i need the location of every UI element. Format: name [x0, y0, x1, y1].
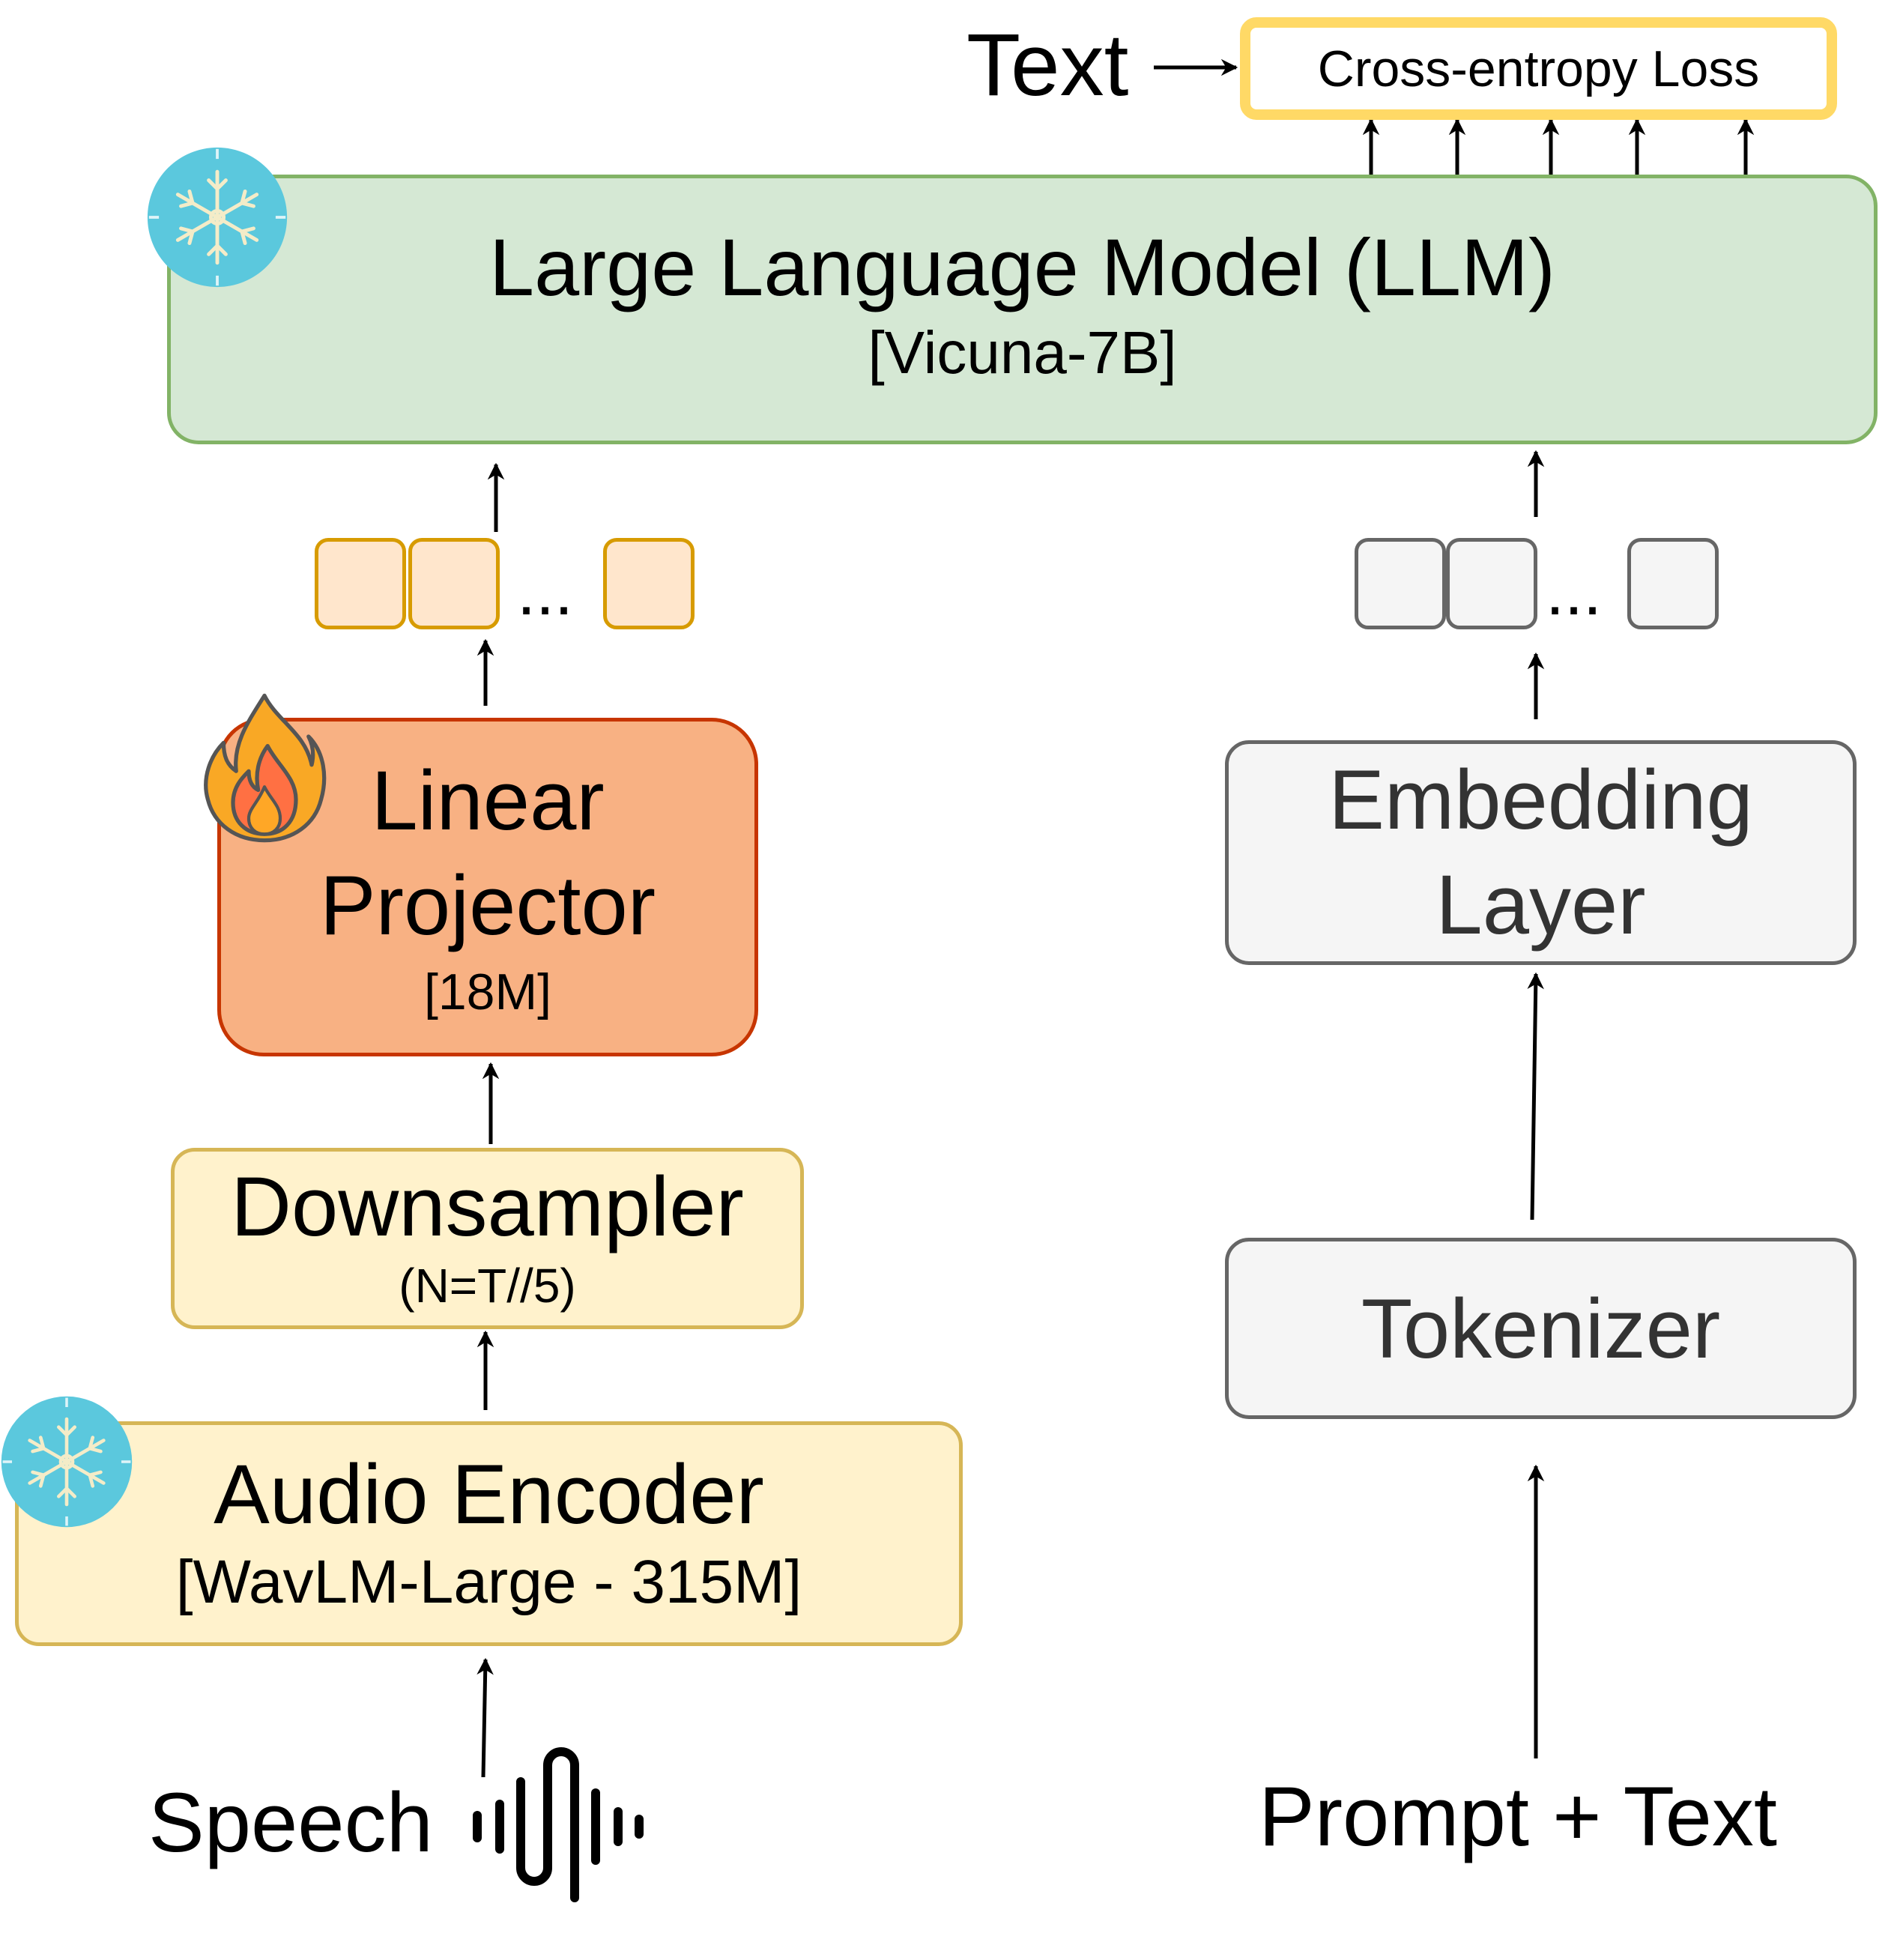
embedding-title-line1: Embedding — [1328, 753, 1753, 847]
arrow-tokenizer-to-embedding — [1527, 972, 1544, 1221]
speech-input-label: Speech — [148, 1776, 433, 1869]
tokenizer-title: Tokenizer — [1361, 1281, 1721, 1376]
projector-title-line2: Projector — [319, 859, 656, 952]
audio-token — [315, 538, 406, 629]
audio-encoder-block: Audio Encoder [WavLM-Large - 315M] — [15, 1421, 963, 1646]
audio-encoder-subtitle: [WavLM-Large - 315M] — [175, 1548, 802, 1616]
llm-title: Large Language Model (LLM) — [489, 222, 1555, 312]
embedding-layer-block: Embedding Layer — [1225, 740, 1857, 965]
downsampler-subtitle: (N=T//5) — [399, 1259, 576, 1313]
waveform-icon — [473, 1747, 644, 1902]
text-token — [1446, 538, 1537, 629]
audio-token-ellipsis: ... — [517, 554, 574, 629]
llm-block: Large Language Model (LLM) [Vicuna-7B] — [167, 175, 1878, 444]
audio-token — [603, 538, 695, 629]
text-token-ellipsis: ... — [1546, 554, 1603, 629]
projector-params: [18M] — [423, 964, 552, 1020]
prompt-text-input-label: Prompt + Text — [1259, 1770, 1778, 1863]
llm-subtitle: [Vicuna-7B] — [868, 319, 1177, 386]
audio-encoder-title: Audio Encoder — [214, 1448, 764, 1541]
tokenizer-block: Tokenizer — [1225, 1238, 1857, 1419]
snowflake-icon — [147, 147, 288, 288]
cross-entropy-loss-label: Cross-entropy Loss — [1317, 40, 1760, 97]
projector-title-line1: Linear — [371, 754, 605, 847]
cross-entropy-loss-box: Cross-entropy Loss — [1240, 17, 1837, 120]
audio-token — [408, 538, 500, 629]
downsampler-block: Downsampler (N=T//5) — [171, 1148, 804, 1329]
output-text-label: Text — [966, 16, 1129, 115]
embedding-title-line2: Layer — [1435, 858, 1646, 952]
text-token — [1355, 538, 1446, 629]
arrow-speech-to-encoder — [476, 1657, 494, 1778]
fire-icon — [204, 693, 327, 843]
snowflake-icon — [1, 1396, 133, 1528]
downsampler-title: Downsampler — [231, 1160, 744, 1253]
text-token — [1627, 538, 1719, 629]
